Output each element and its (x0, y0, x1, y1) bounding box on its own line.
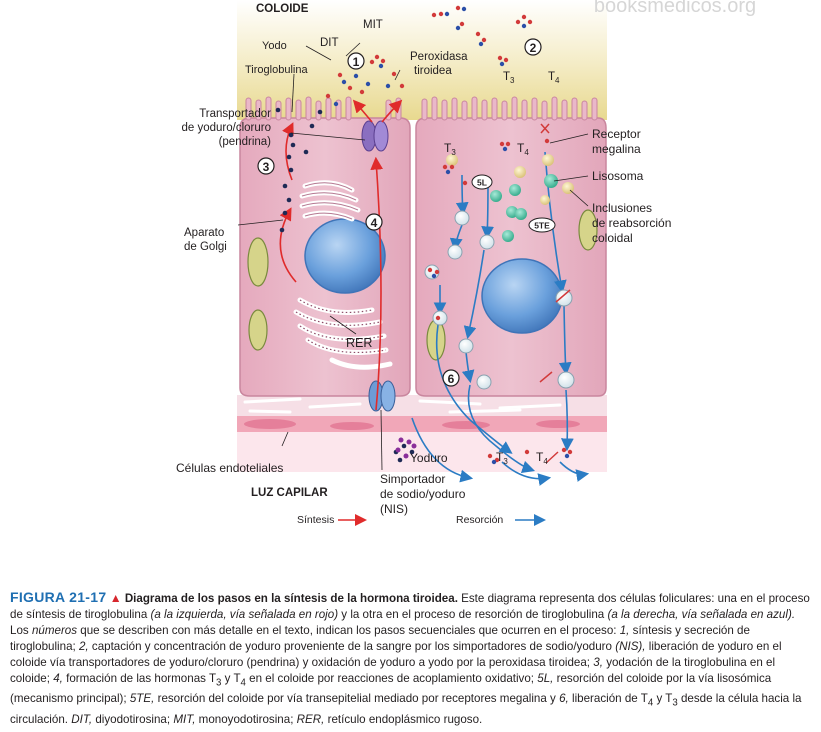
caption-italic: RER, (296, 712, 325, 726)
microvilli (245, 96, 598, 121)
caption-italic: (a la izquierda, vía señalada en rojo) (150, 608, 339, 621)
caption-italic: 4, (53, 672, 63, 685)
pendrin-transporter (361, 120, 389, 152)
caption-italic: 2, (78, 640, 89, 653)
caption-italic: (a la derecha, vía señalada en azul). (607, 608, 796, 621)
triangle-icon: ▲ (109, 591, 122, 605)
watermark: booksmedicos.org (594, 0, 756, 17)
synthesis-pathway (279, 99, 403, 411)
label-tiroglobulina: Tiroglobulina (245, 64, 308, 76)
label-inclusiones-2: de reabsorción (592, 216, 671, 230)
badge-5l: 5L (477, 178, 487, 188)
badge-5te-shape (528, 217, 556, 233)
label-t3-colloid: T3 (503, 71, 515, 85)
caption-italic: 1, (619, 624, 630, 637)
golgi-outline (301, 182, 359, 220)
label-simportador-1: Simportador (380, 472, 445, 486)
label-coloide: COLOIDE (256, 3, 309, 15)
label-t4-colloid: T4 (548, 71, 560, 85)
label-aparato-2: de Golgi (184, 241, 227, 253)
step-1-number: 3 (263, 160, 270, 174)
mitochondria (247, 209, 598, 361)
endothelial-cell (536, 420, 580, 428)
caption-text: que se describen con más detalle en el t… (80, 624, 617, 637)
caption-text: liberación de yoduro en el coloide vía t… (10, 640, 782, 669)
label-luz-capilar: LUZ CAPILAR (251, 487, 328, 499)
label-peroxidasa-1: Peroxidasa (410, 51, 468, 63)
step-markers (257, 38, 542, 387)
label-t3-blood: T3 (496, 450, 508, 466)
iodine-molecules (275, 5, 573, 465)
caption-italic: MIT, (173, 712, 196, 726)
caption-text: Este diagrama representa dos células fol… (10, 592, 810, 621)
caption-italic: (NIS), (615, 640, 646, 653)
caption-text: diyodotirosina; (95, 712, 171, 726)
label-inclusiones-3: coloidal (592, 231, 633, 245)
caption-text: síntesis y secreción de tiroglobulina; (10, 624, 750, 653)
caption-italic: 6, (559, 692, 569, 706)
label-endoteliales: Células endoteliales (176, 461, 283, 475)
caption-italic: 3, (593, 656, 603, 669)
step-2-number: 4 (371, 216, 378, 230)
caption-text: resorción del coloide por vía transepite… (157, 692, 556, 706)
megalin-receptors (539, 123, 571, 464)
legend-sintesis: Síntesis (297, 514, 334, 526)
legend-resorcion: Resorción (456, 514, 503, 526)
label-t4-blood: T4 (536, 450, 548, 466)
caption-text: y la otra en el proceso de resorción de … (341, 608, 605, 621)
figure-title: Diagrama de los pasos en la síntesis de … (124, 592, 458, 605)
transport-vesicles (424, 210, 575, 390)
badge-5l-shape (471, 174, 493, 190)
label-t3-cell: T3 (444, 141, 456, 157)
rough-er-dots (295, 299, 387, 354)
label-lisosoma: Lisosoma (592, 169, 644, 183)
label-transportador-1: Transportador (199, 108, 271, 120)
label-simportador-2: de sodio/yoduro (380, 487, 466, 501)
endothelial-cell (442, 421, 490, 429)
step-6-number: 6 (448, 372, 455, 386)
step-3-number: 1 (353, 55, 360, 69)
label-receptor-1: Receptor (592, 127, 641, 141)
label-yoduro: Yoduro (410, 451, 448, 465)
lysosomes (490, 174, 558, 242)
figure-caption: FIGURA 21-17 ▲ Diagrama de los pasos en … (10, 589, 815, 728)
label-rer: RER (346, 336, 372, 350)
endothelial-layer (237, 416, 607, 432)
label-peroxidasa-2: tiroidea (414, 65, 452, 77)
capillary-lumen (237, 432, 607, 472)
step-4-number: 2 (530, 41, 537, 55)
right-nucleus (481, 258, 563, 334)
leader-lines (237, 42, 589, 471)
caption-text: formación de las hormonas T3 y T4 en el … (66, 672, 535, 689)
figure-number: FIGURA 21-17 (10, 589, 107, 605)
caption-text: Los (10, 624, 29, 637)
endothelial-cell (244, 419, 296, 429)
caption-italic: números (31, 624, 78, 637)
label-transportador-2: de yoduro/cloruro (182, 122, 272, 134)
label-transportador-3: (pendrina) (219, 136, 272, 148)
endothelial-cell (330, 422, 374, 430)
caption-italic: 5TE, (129, 692, 155, 706)
label-mit: MIT (363, 19, 383, 31)
caption-text: liberación de T4 y T3 desde la célula ha… (10, 692, 802, 726)
caption-text: monoyodotirosina; (198, 712, 294, 726)
right-follicular-cell (415, 117, 607, 397)
nis-transporter (368, 380, 396, 412)
thyroid-hormone-diagram: 1 2 3 4 6 5L 5TE booksmedicos.org COLOID… (176, 0, 756, 526)
label-aparato-1: Aparato (184, 227, 224, 239)
label-t4-cell: T4 (517, 141, 529, 157)
caption-text: yodación de la tiroglobulina en el coloi… (10, 656, 776, 685)
caption-italic: 5L, (537, 672, 554, 685)
label-receptor-2: megalina (592, 142, 641, 156)
label-inclusiones-1: Inclusiones (592, 201, 652, 215)
label-yodo: Yodo (262, 40, 287, 52)
caption-text: resorción del coloide por la vía lisosóm… (10, 672, 772, 706)
badge-5te: 5TE (534, 221, 550, 231)
caption-text: captación y concentración de yoduro prov… (91, 640, 612, 653)
caption-text: retículo endoplásmico rugoso. (327, 712, 483, 726)
caption-italic: DIT, (71, 712, 93, 726)
label-dit: DIT (320, 37, 339, 49)
label-simportador-3: (NIS) (380, 502, 408, 516)
